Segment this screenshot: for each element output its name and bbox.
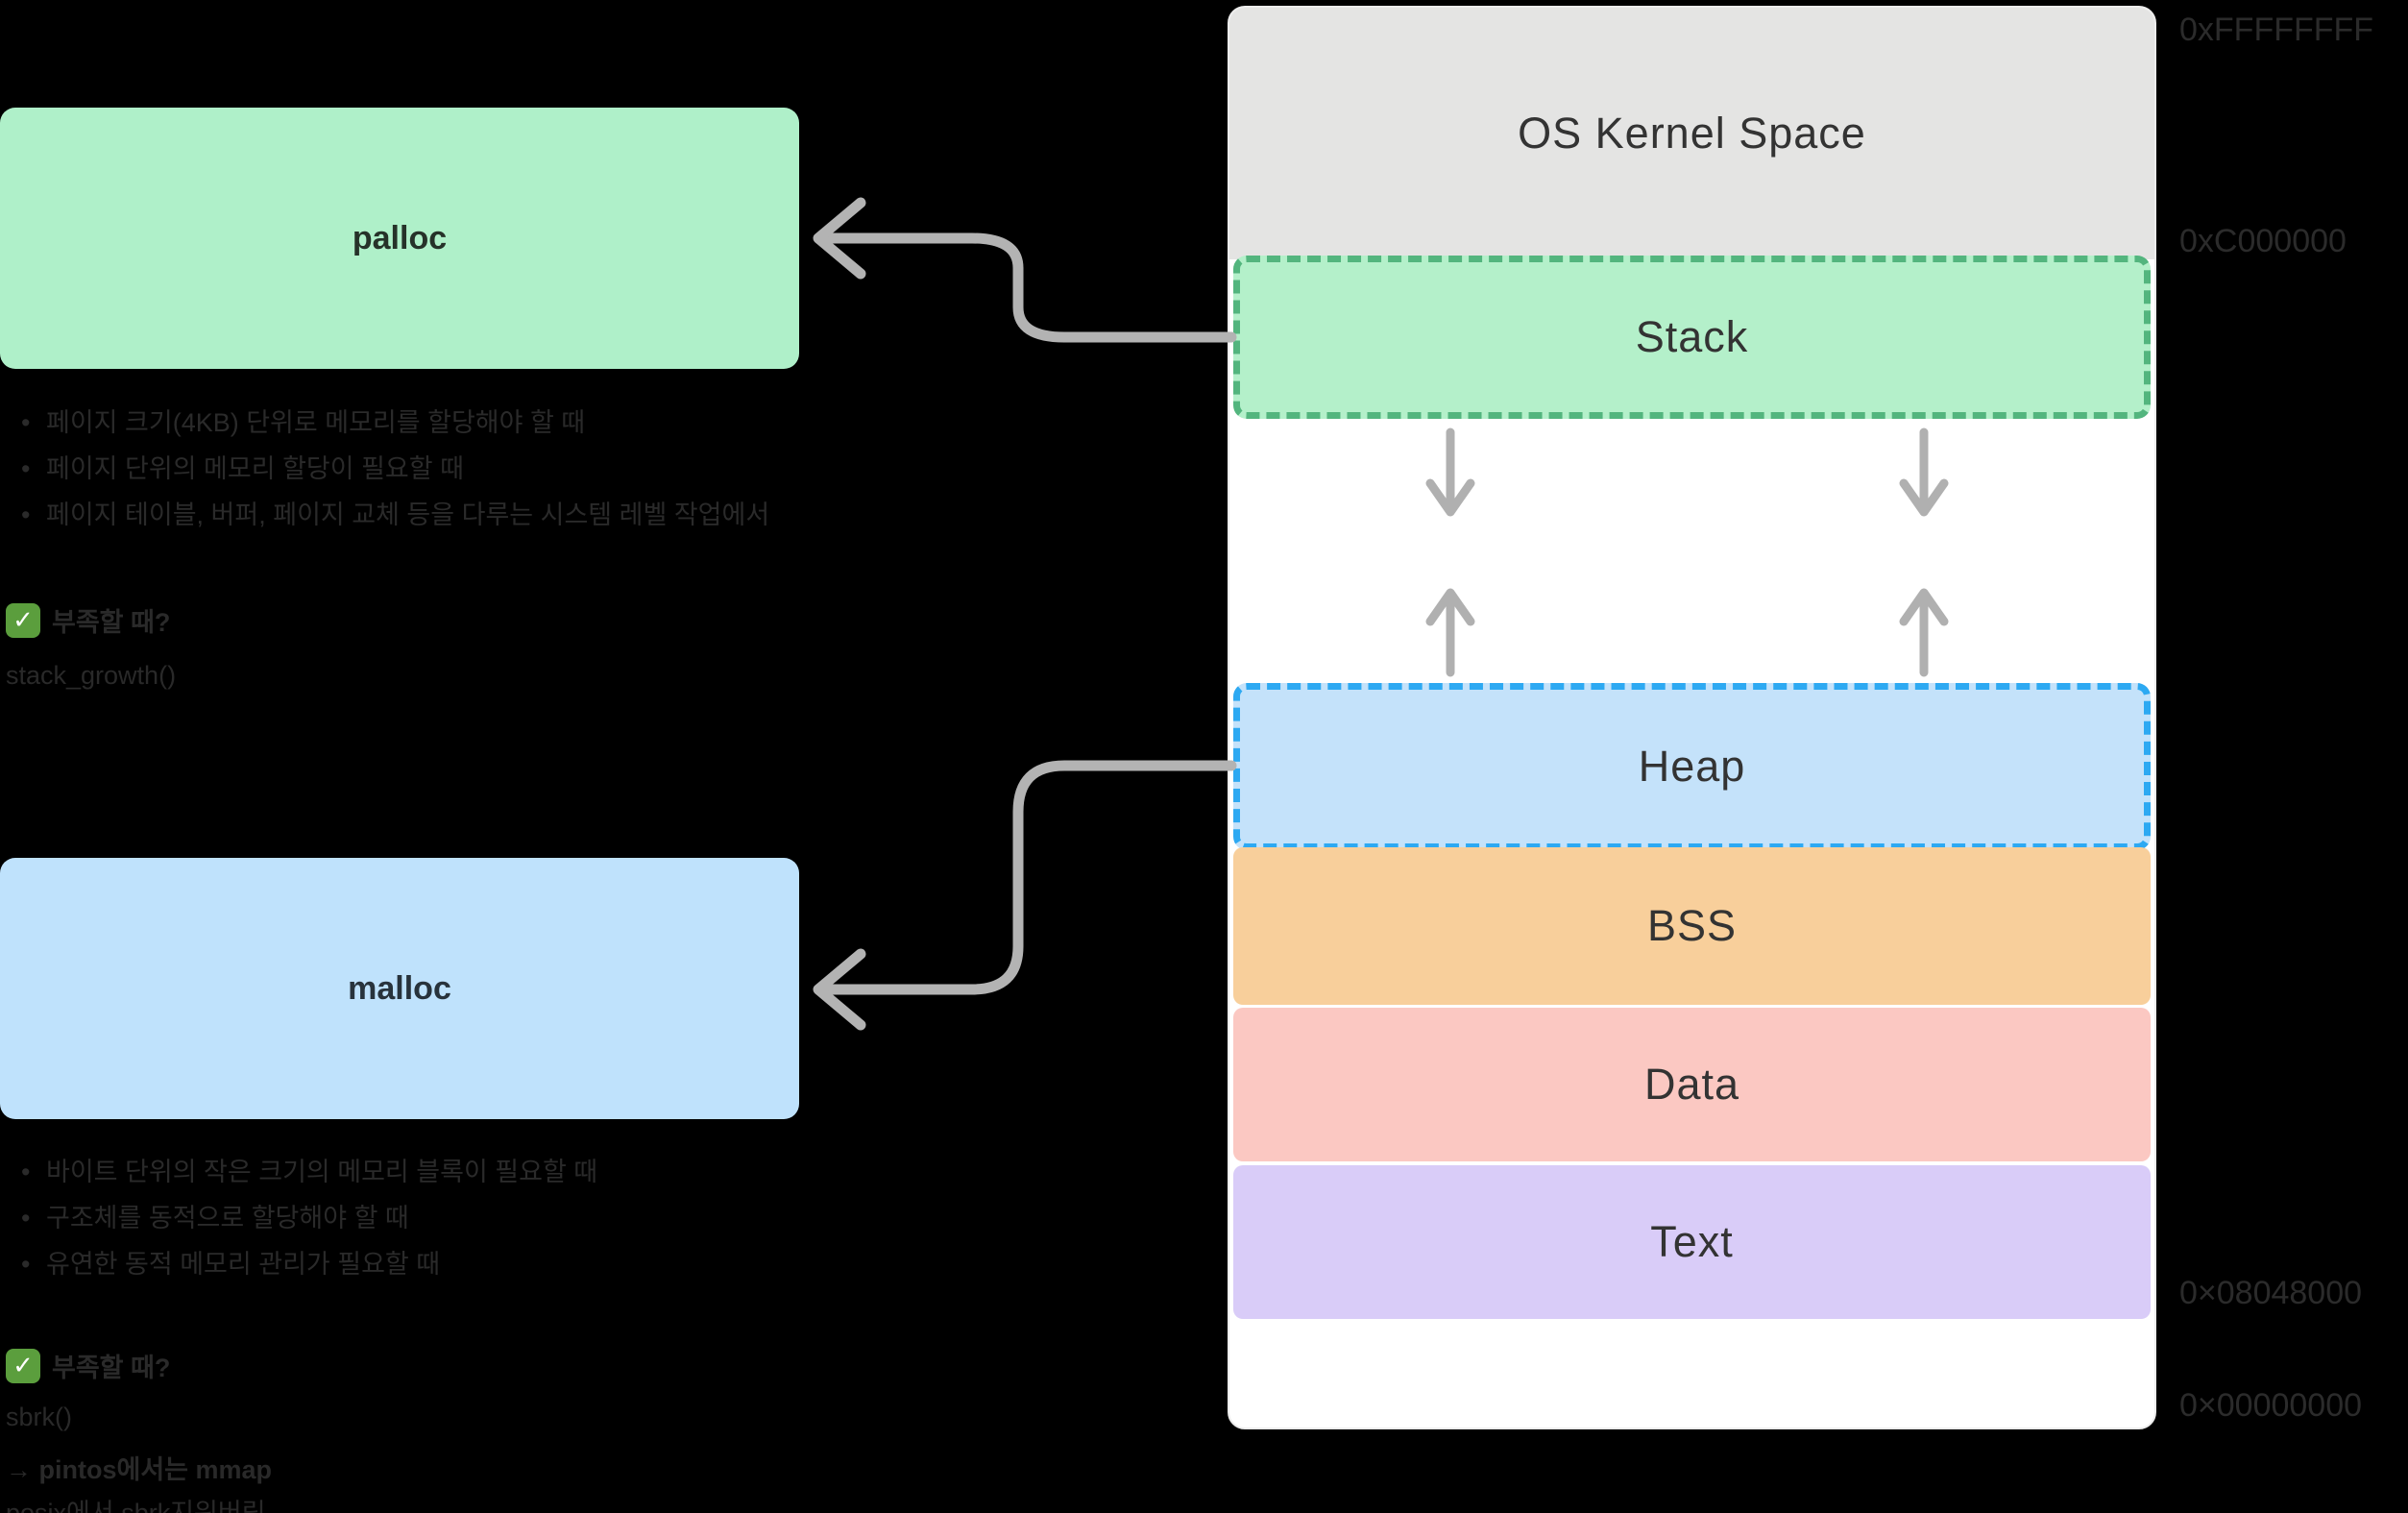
section-label: OS Kernel Space xyxy=(1518,109,1866,158)
arrowhead-left-icon xyxy=(813,948,866,1031)
section-label: Data xyxy=(1643,1060,1740,1109)
address-label: 0×00000000 xyxy=(2179,1387,2363,1424)
section-bss: BSS xyxy=(1233,847,2151,1005)
section-heap: Heap xyxy=(1233,683,2151,850)
palloc-shortage-note: stack_growth() xyxy=(6,661,177,690)
palloc-box: palloc xyxy=(0,108,799,369)
address-label: 0xC000000 xyxy=(2179,223,2347,259)
malloc-shortage-note: sbrk() xyxy=(6,1403,72,1431)
section-os-kernel-space: OS Kernel Space xyxy=(1229,8,2154,259)
malloc-bullet: 유연한 동적 메모리 관리가 필요할 때 xyxy=(13,1241,878,1287)
arrowhead-left-icon xyxy=(813,197,866,280)
malloc-bullet-list: 바이트 단위의 작은 크기의 메모리 블록이 필요할 때 구조체를 동적으로 할… xyxy=(13,1149,878,1287)
shortage-question: 부족할 때? xyxy=(52,1354,171,1382)
palloc-shortage-heading: ✓ 부족할 때? xyxy=(6,601,170,639)
shortage-question: 부족할 때? xyxy=(52,608,171,637)
malloc-box: malloc xyxy=(0,858,799,1119)
section-label: Text xyxy=(1650,1217,1734,1266)
memory-map-card: OS Kernel Space Stack Heap BSS Data Text xyxy=(1228,6,2156,1429)
malloc-shortage-heading: ✓ 부족할 때? xyxy=(6,1347,170,1384)
malloc-bullet: 구조체를 동적으로 할당해야 할 때 xyxy=(13,1195,878,1241)
stack-to-palloc-arrow xyxy=(818,232,1237,343)
palloc-bullet: 페이지 단위의 메모리 할당이 필요할 때 xyxy=(13,446,878,492)
section-data: Data xyxy=(1233,1008,2151,1161)
address-label: 0×08048000 xyxy=(2179,1275,2363,1311)
malloc-shortage-note: posix에서 sbrk지워버림 xyxy=(6,1499,266,1513)
address-label: 0xFFFFFFFF xyxy=(2179,12,2374,48)
malloc-bullet: 바이트 단위의 작은 크기의 메모리 블록이 필요할 때 xyxy=(13,1149,878,1195)
palloc-bullet-list: 페이지 크기(4KB) 단위로 메모리를 할당해야 할 때 페이지 단위의 메모… xyxy=(13,400,878,538)
heap-to-malloc-arrow xyxy=(818,760,1237,995)
palloc-bullet: 페이지 테이블, 버퍼, 페이지 교체 등을 다루는 시스템 레벨 작업에서 xyxy=(13,492,878,538)
section-label: Stack xyxy=(1635,312,1749,361)
check-mark-icon: ✓ xyxy=(6,602,40,638)
malloc-shortage-note: → pintos에서는 mmap xyxy=(6,1455,273,1484)
section-label: Heap xyxy=(1638,742,1746,791)
section-text: Text xyxy=(1233,1165,2151,1319)
palloc-title: palloc xyxy=(352,219,448,256)
malloc-title: malloc xyxy=(348,969,451,1007)
check-mark-icon: ✓ xyxy=(6,1348,40,1383)
section-stack: Stack xyxy=(1233,256,2151,419)
section-label: BSS xyxy=(1646,901,1738,950)
palloc-bullet: 페이지 크기(4KB) 단위로 메모리를 할당해야 할 때 xyxy=(13,400,878,446)
